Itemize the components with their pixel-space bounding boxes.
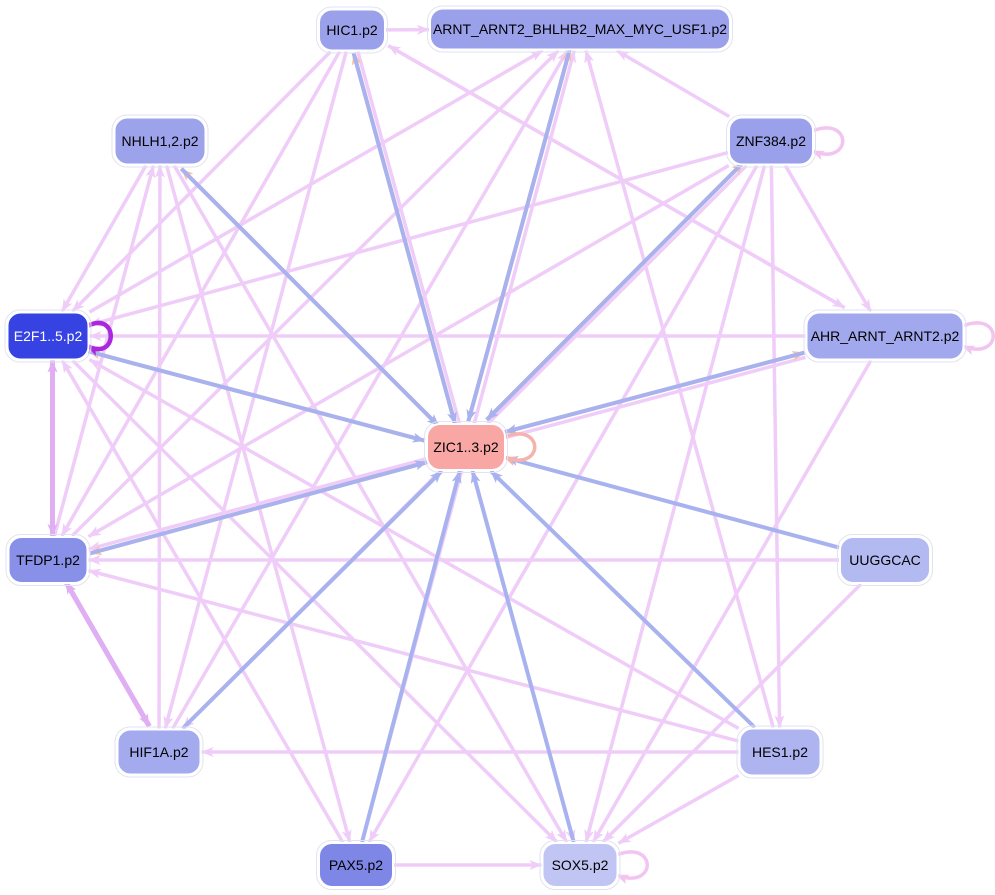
node-hes1[interactable]: HES1.p2	[736, 725, 824, 779]
edge-hif1a-tfdp1	[63, 580, 152, 728]
node-tfdp1[interactable]: TFDP1.p2	[5, 534, 91, 586]
edge-hic1-zic	[351, 52, 458, 425]
node-outline	[4, 309, 92, 363]
edge-pax5-e2f1	[60, 359, 345, 843]
edge-hes1-arnt	[584, 50, 775, 728]
edge-arnt-zic	[466, 48, 572, 423]
edge-e2f1-sox5	[71, 359, 559, 844]
node-pax5[interactable]: PAX5.p2	[316, 840, 396, 890]
node-body	[318, 8, 386, 52]
edge-tfdp1-arnt	[70, 49, 560, 538]
node-outline	[539, 840, 621, 890]
node-outline	[736, 725, 824, 779]
edge-ahr-zic	[504, 350, 805, 434]
node-label-hic1: HIC1.p2	[326, 22, 378, 38]
node-body	[113, 116, 207, 166]
self-loop-sox5	[615, 850, 649, 885]
edge-uuggcac-zic	[505, 455, 840, 550]
edge-znf384-arnt	[615, 48, 731, 119]
node-hif1a[interactable]: HIF1A.p2	[114, 726, 204, 778]
node-body	[738, 727, 822, 777]
node-body	[116, 728, 202, 776]
node-body	[805, 311, 965, 361]
node-label-nhlh: NHLH1,2.p2	[121, 133, 198, 149]
edge-e2f1-arnt	[88, 48, 544, 314]
node-label-zic: ZIC1..3.p2	[433, 439, 499, 455]
edge-znf384-zic	[485, 160, 745, 422]
node-label-e2f1: E2F1..5.p2	[14, 328, 83, 344]
edge-sox5-zic	[470, 470, 576, 843]
node-ahr[interactable]: AHR_ARNT_ARNT2.p2	[803, 309, 967, 363]
edge-hic1-e2f1	[71, 50, 332, 313]
edge-ahr-sox5	[591, 359, 873, 843]
edge-hif1a-arnt	[171, 49, 569, 730]
node-body	[839, 536, 931, 584]
node-outline	[424, 421, 508, 473]
edge-hes1-e2f1	[88, 358, 740, 730]
node-label-ahr: AHR_ARNT_ARNT2.p2	[811, 328, 960, 344]
node-label-znf384: ZNF384.p2	[736, 133, 806, 149]
edge-hes1-zic	[489, 469, 757, 729]
node-body	[318, 842, 394, 888]
self-loop-znf384	[811, 126, 845, 161]
edge-hif1a-nhlh	[154, 165, 165, 729]
edge-nhlh-zic	[179, 167, 441, 428]
edge-tfdp1-nhlh	[52, 165, 156, 537]
node-zic[interactable]: ZIC1..3.p2	[424, 421, 508, 473]
self-loop-e2f1	[86, 320, 113, 356]
node-arnt[interactable]: ARNT_ARNT2_BHLHB2_MAX_MYC_USF1.p2	[427, 5, 733, 53]
node-outline	[111, 114, 209, 168]
edge-ahr-hic1	[387, 44, 846, 310]
node-outline	[427, 5, 733, 53]
edge-hes1-sox5	[617, 773, 740, 845]
edge-hif1a-zic	[181, 469, 444, 730]
edge-znf384-tfdp1	[87, 163, 730, 539]
node-label-uuggcac: UUGGCAC	[849, 552, 921, 568]
node-label-pax5: PAX5.p2	[329, 857, 383, 873]
edge-znf384-pax5	[367, 164, 759, 843]
edge-pax5-zic	[360, 470, 462, 843]
node-label-arnt: ARNT_ARNT2_BHLHB2_MAX_MYC_USF1.p2	[433, 21, 727, 37]
node-e2f1[interactable]: E2F1..5.p2	[4, 309, 92, 363]
node-outline	[316, 840, 396, 890]
edge-tfdp1-zic	[89, 460, 428, 556]
node-body	[728, 116, 814, 166]
edge-nhlh-e2f1	[60, 164, 148, 313]
node-body	[429, 7, 731, 51]
edge-znf384-ahr	[783, 164, 873, 313]
node-nhlh[interactable]: NHLH1,2.p2	[111, 114, 209, 168]
node-label-tfdp1: TFDP1.p2	[16, 552, 80, 568]
node-label-hes1: HES1.p2	[752, 744, 808, 760]
node-outline	[316, 6, 388, 54]
edge-uuggcac-sox5	[601, 582, 863, 844]
node-hic1[interactable]: HIC1.p2	[316, 6, 388, 54]
edge-hic1-hif1a	[163, 51, 348, 729]
node-outline	[837, 534, 933, 586]
node-label-hif1a: HIF1A.p2	[129, 744, 188, 760]
edge-nhlh-sox5	[172, 164, 569, 843]
node-outline	[726, 114, 816, 168]
edge-e2f1-zic	[87, 349, 426, 443]
node-label-sox5: SOX5.p2	[552, 857, 609, 873]
node-body	[6, 311, 90, 361]
edge-znf384-hes1	[769, 165, 785, 728]
node-body	[541, 842, 619, 888]
node-outline	[114, 726, 204, 778]
self-loop-zic	[503, 432, 537, 467]
node-outline	[803, 309, 967, 363]
node-uuggcac[interactable]: UUGGCAC	[837, 534, 933, 586]
node-body	[7, 536, 89, 584]
node-sox5[interactable]: SOX5.p2	[539, 840, 621, 890]
node-znf384[interactable]: ZNF384.p2	[726, 114, 816, 168]
node-body	[426, 423, 506, 471]
self-loop-ahr	[961, 321, 995, 356]
node-outline	[5, 534, 91, 586]
